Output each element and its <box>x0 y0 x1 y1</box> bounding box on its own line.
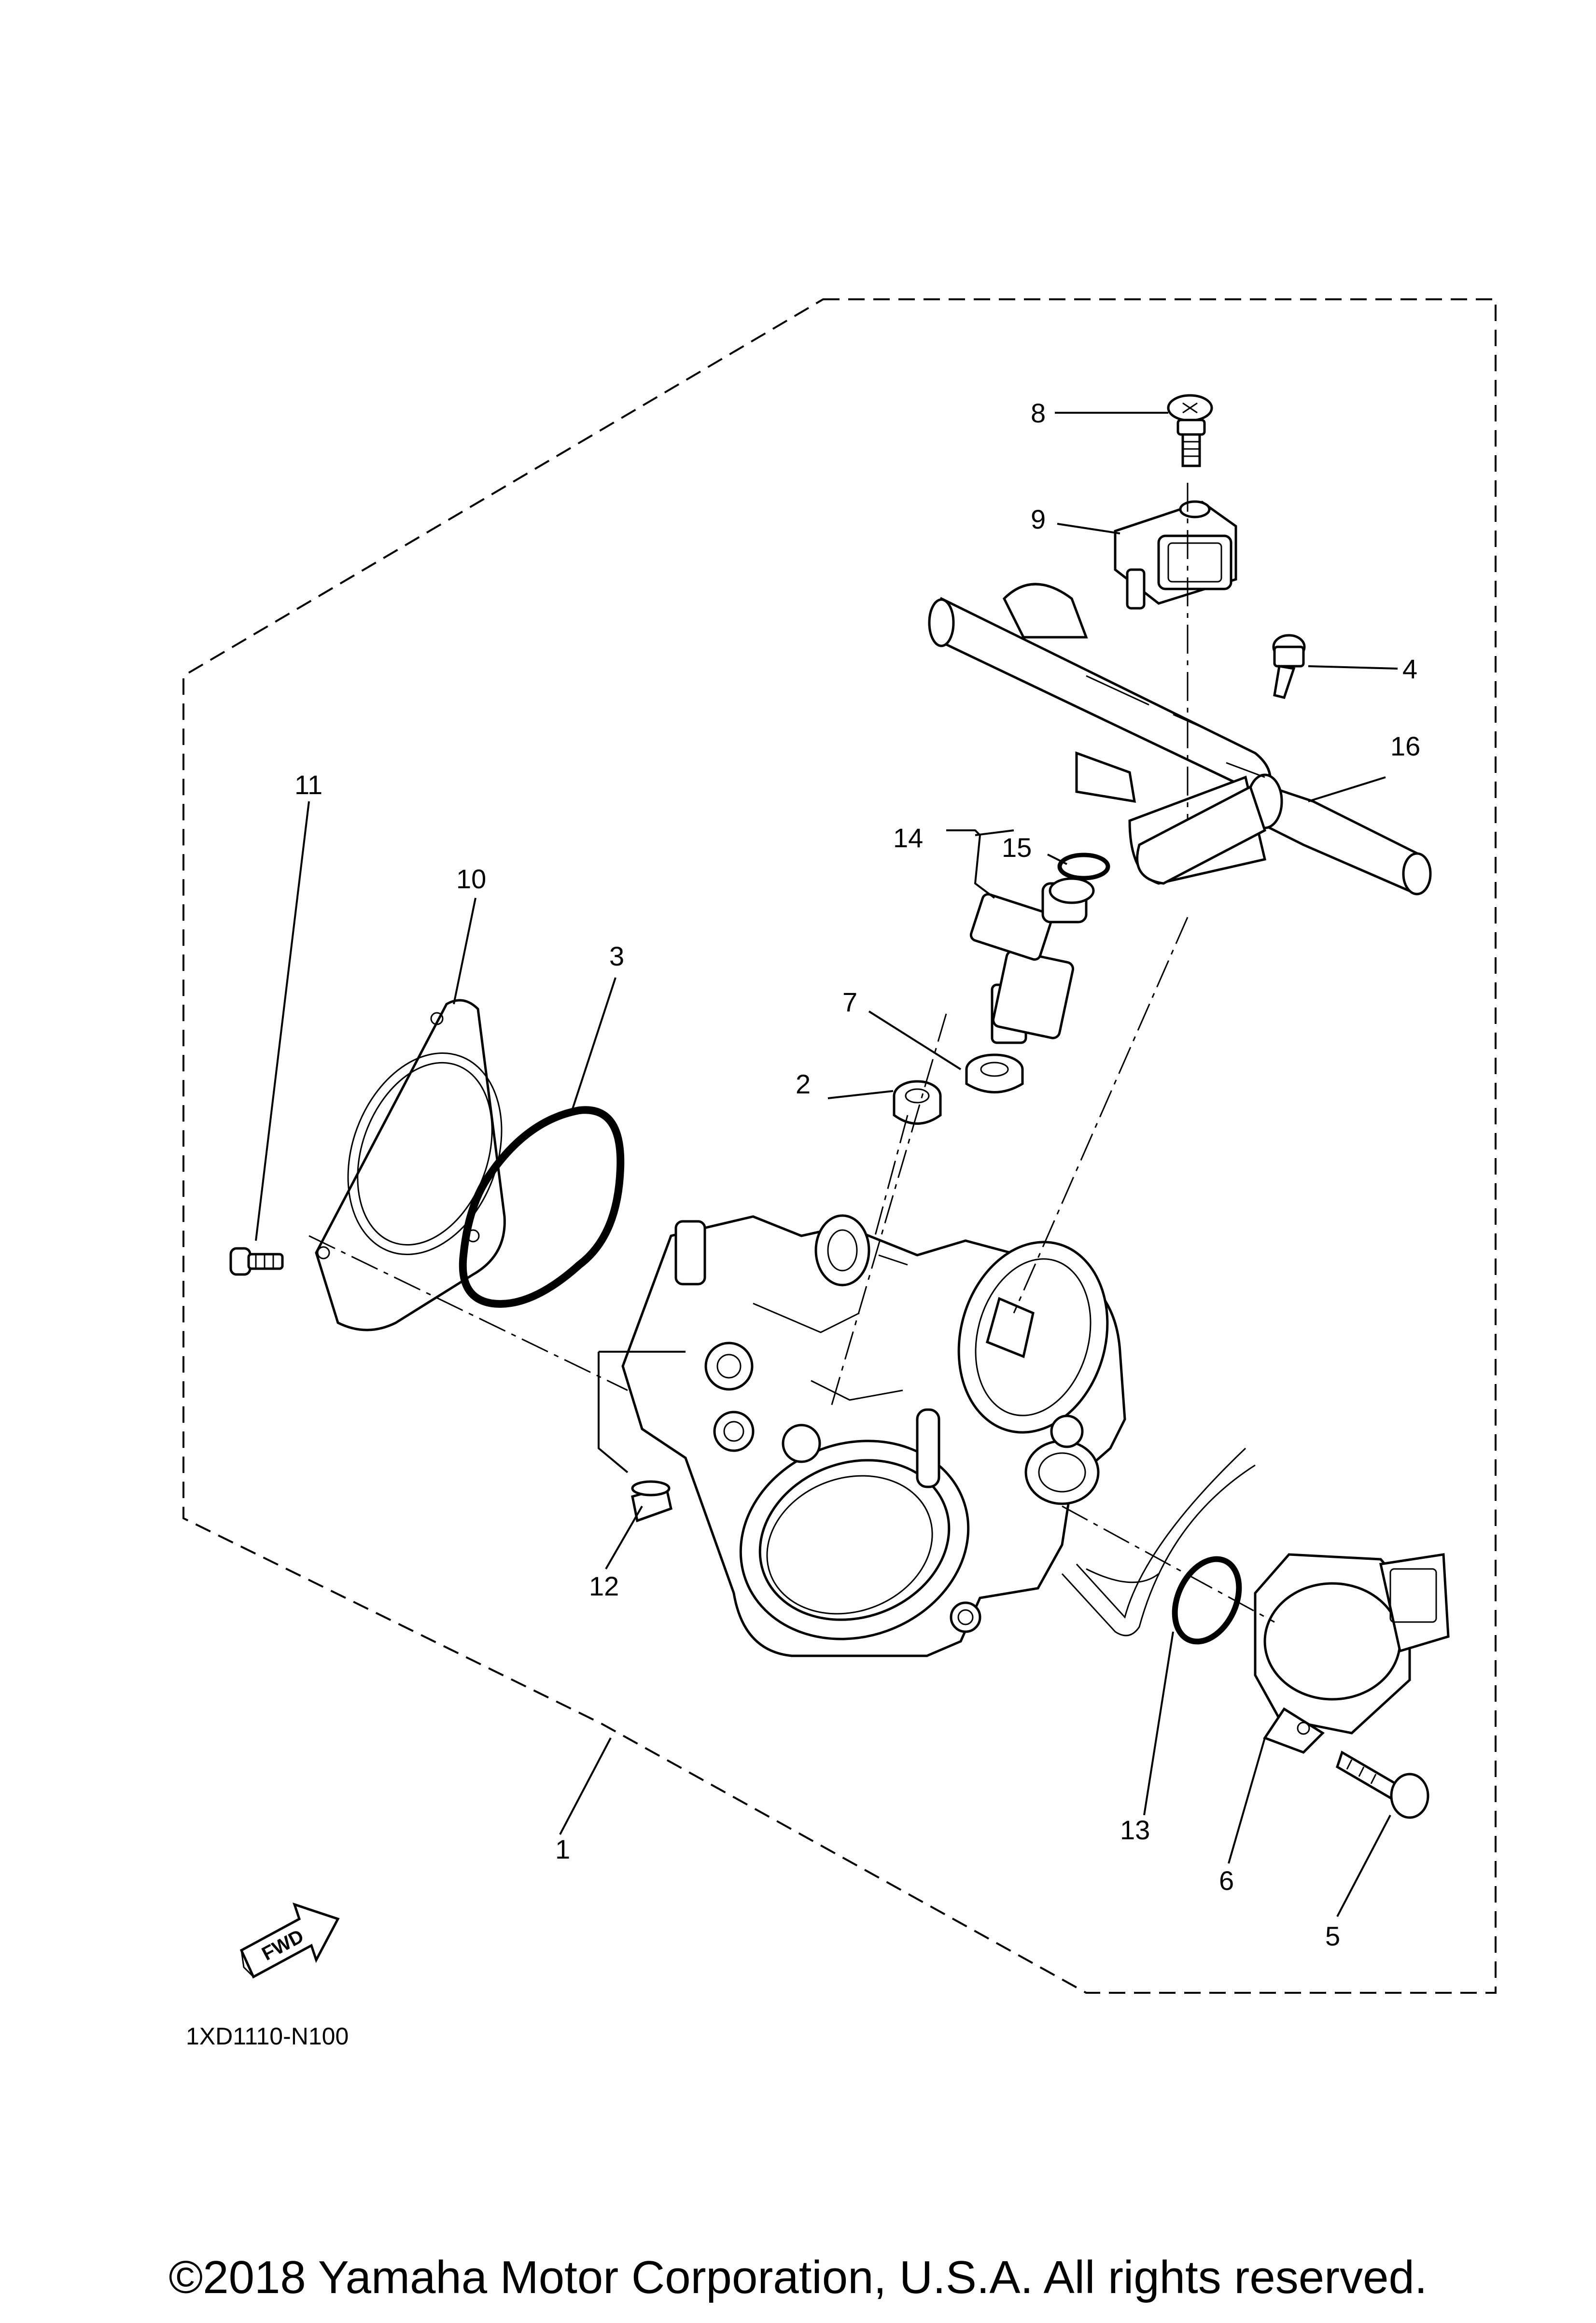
part-2-collar[interactable] <box>893 1080 942 1125</box>
callout-15: 15 <box>1002 832 1032 863</box>
callout-9: 9 <box>1031 504 1046 534</box>
part-1-throttle-body[interactable] <box>621 1214 1159 1670</box>
part-4-bolt[interactable] <box>1272 634 1306 699</box>
callout-14: 14 <box>893 823 923 853</box>
copyright-notice: ©2018 Yamaha Motor Corporation, U.S.A. A… <box>168 2252 1427 2303</box>
part-3-large-o-ring[interactable] <box>459 1106 625 1308</box>
callout-6: 6 <box>1219 1865 1234 1896</box>
diagram-code: 1XD1110-N100 <box>186 2023 349 2050</box>
callout-4: 4 <box>1402 654 1417 684</box>
hose <box>1061 1447 1256 1637</box>
part-13-o-ring[interactable] <box>1162 1549 1252 1652</box>
callout-12: 12 <box>589 1571 619 1601</box>
part-12-plug[interactable] <box>631 1480 672 1523</box>
part-7-seal[interactable] <box>965 1053 1024 1093</box>
part-15-small-o-ring[interactable] <box>1057 853 1110 881</box>
callout-5: 5 <box>1325 1921 1340 1951</box>
callout-8: 8 <box>1031 398 1046 428</box>
callout-7: 7 <box>842 987 857 1017</box>
part-9-sensor[interactable] <box>1114 500 1237 610</box>
alignment-lines <box>308 483 1275 1623</box>
callout-16: 16 <box>1390 731 1420 761</box>
callout-13: 13 <box>1120 1815 1150 1845</box>
leader-lines <box>255 412 1398 1917</box>
part-8-screw[interactable] <box>1167 394 1213 467</box>
part-6-throttle-position-sensor[interactable] <box>1254 1553 1450 1754</box>
assembly-boundary <box>182 298 1497 1994</box>
part-11-screw[interactable] <box>229 1247 284 1276</box>
callout-2: 2 <box>796 1069 811 1099</box>
part-10-gasket-plate[interactable] <box>315 999 528 1331</box>
rail-bracket <box>1136 785 1267 885</box>
fwd-arrow-icon: FWD <box>239 1903 340 1979</box>
callout-11: 11 <box>294 770 322 800</box>
callout-1: 1 <box>555 1834 570 1864</box>
callout-3: 3 <box>609 941 624 971</box>
callout-10: 10 <box>456 864 486 894</box>
part-14-injector[interactable] <box>969 877 1095 1044</box>
part-5-bolt[interactable] <box>1335 1750 1429 1819</box>
